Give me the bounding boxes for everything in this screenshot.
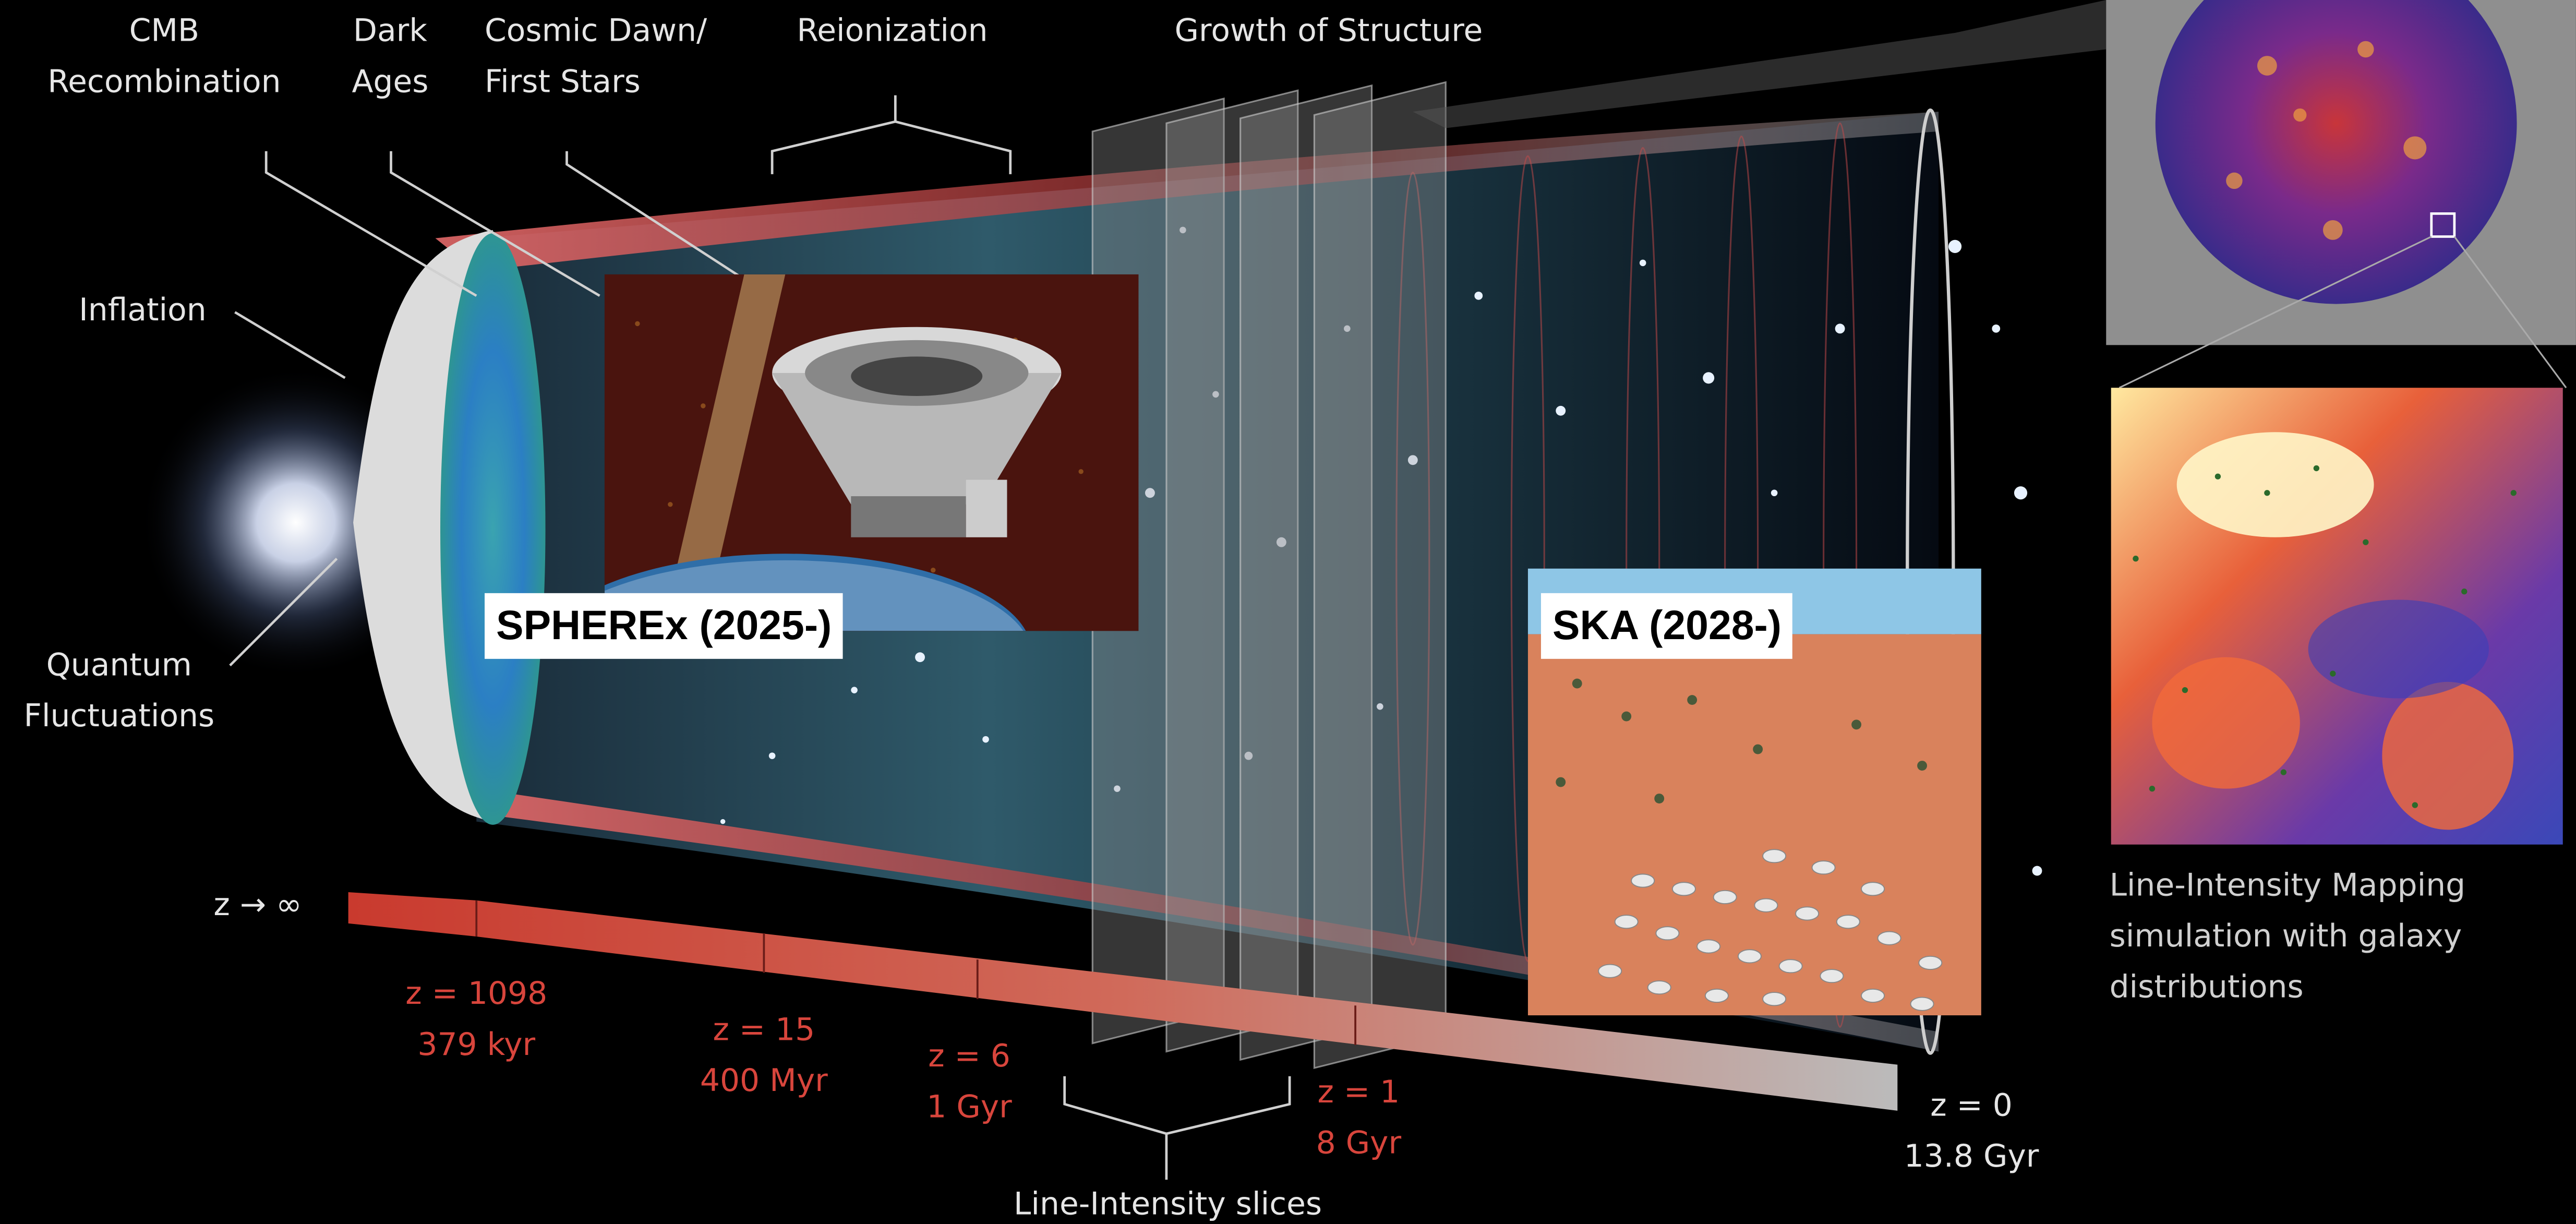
dark-ages-label: Dark Ages	[352, 13, 429, 101]
line-intensity-slices-label: Line-Intensity slices	[1014, 1186, 1322, 1223]
ska-label: SKA (2028-)	[1540, 593, 1793, 659]
cosmic-dawn-label: Cosmic Dawn/ First Stars	[485, 13, 707, 101]
spherex-inset	[604, 274, 1139, 631]
lim-caption: Line-Intensity Mapping simulation with g…	[2109, 867, 2466, 1006]
reionization-label: Reionization	[797, 13, 988, 50]
inflation-label: Inflation	[79, 292, 207, 329]
z-6-label: z = 6 1 Gyr	[926, 1038, 1012, 1126]
spherex-telescope-image	[604, 274, 1139, 631]
cmb-recombination-label: CMB Recombination	[47, 13, 281, 101]
z-1-label: z = 1 8 Gyr	[1316, 1074, 1402, 1162]
z-0-label: z = 0 13.8 Gyr	[1904, 1087, 2039, 1175]
growth-of-structure-label: Growth of Structure	[1174, 13, 1483, 50]
quantum-fluctuations-label: Quantum Fluctuations	[23, 647, 215, 735]
z-infinity-label: z → ∞	[213, 887, 302, 923]
spherex-label: SPHEREx (2025-)	[485, 593, 844, 659]
z-15-label: z = 15 400 Myr	[700, 1012, 828, 1099]
z-1098-label: z = 1098 379 kyr	[405, 976, 548, 1063]
